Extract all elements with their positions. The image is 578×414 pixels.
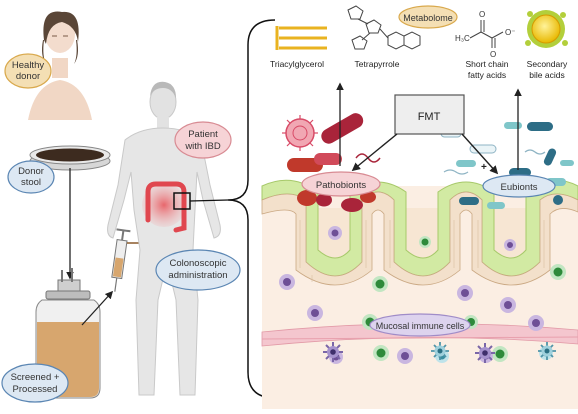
syringe-icon [111,228,131,292]
pathobionts-label: Pathobionts [301,171,381,197]
svg-text:Pathobionts: Pathobionts [316,180,366,191]
healthy-donor-figure [28,11,92,120]
fmt-reduce-arrow [351,133,398,172]
svg-text:O: O [490,50,496,59]
scfa-label-line1: Short chain [466,59,509,69]
healthy-donor-label: Healthy donor [4,53,52,89]
bile-label-line1: Secondary [527,59,568,69]
tetrapyrrole-label: Tetrapyrrole [355,59,400,69]
arrow-bottle-to-syringe [81,290,114,326]
svg-text:Processed: Processed [13,384,58,395]
svg-text:Patient: Patient [188,129,218,140]
triacylglycerol-icon [275,26,327,50]
patient-ibd-label: Patient with IBD [174,121,232,159]
svg-text:Screened +: Screened + [11,372,60,383]
plus-sign: + [481,162,487,173]
eubionts-label: Eubionts [482,174,556,198]
dendritic-cells [323,342,556,363]
donor-stool-dish [29,145,111,171]
scfa-label-line2: fatty acids [468,70,506,80]
zoom-connector [189,199,229,202]
metabolome-label: Metabolome [398,5,458,29]
svg-text:O⁻: O⁻ [505,28,515,37]
svg-text:donor: donor [16,71,40,82]
svg-text:with IBD: with IBD [184,141,221,152]
svg-text:Healthy: Healthy [12,60,44,71]
svg-text:H₃C: H₃C [455,34,470,43]
tetrapyrrole-structure [347,5,421,50]
mucosal-immune-cells-label: Mucosal immune cells [369,313,471,337]
colonoscopic-label: Colonoscopic administration [155,249,241,291]
svg-text:Mucosal immune cells: Mucosal immune cells [376,321,465,331]
svg-text:Colonoscopic: Colonoscopic [169,258,226,269]
svg-text:Eubionts: Eubionts [501,182,538,193]
donor-stool-label: Donor stool [7,160,55,194]
svg-text:Metabolome: Metabolome [403,13,453,23]
scfa-structure: H₃C O O O⁻ [455,10,515,59]
fmt-box: FMT [394,94,465,135]
svg-text:O: O [479,10,485,19]
intestinal-tissue [261,179,578,409]
screened-processed-label: Screened + Processed [1,363,69,403]
triacylglycerol-label: Triacylglycerol [270,59,324,69]
bile-acid-icon [525,10,568,48]
svg-text:Donor: Donor [18,166,44,177]
svg-text:administration: administration [168,270,227,281]
svg-text:stool: stool [21,177,41,188]
fmt-increase-arrow [461,133,499,175]
pathobiont-bacteria [282,113,381,212]
bile-label-line2: bile acids [529,70,564,80]
svg-text:FMT: FMT [418,111,441,123]
